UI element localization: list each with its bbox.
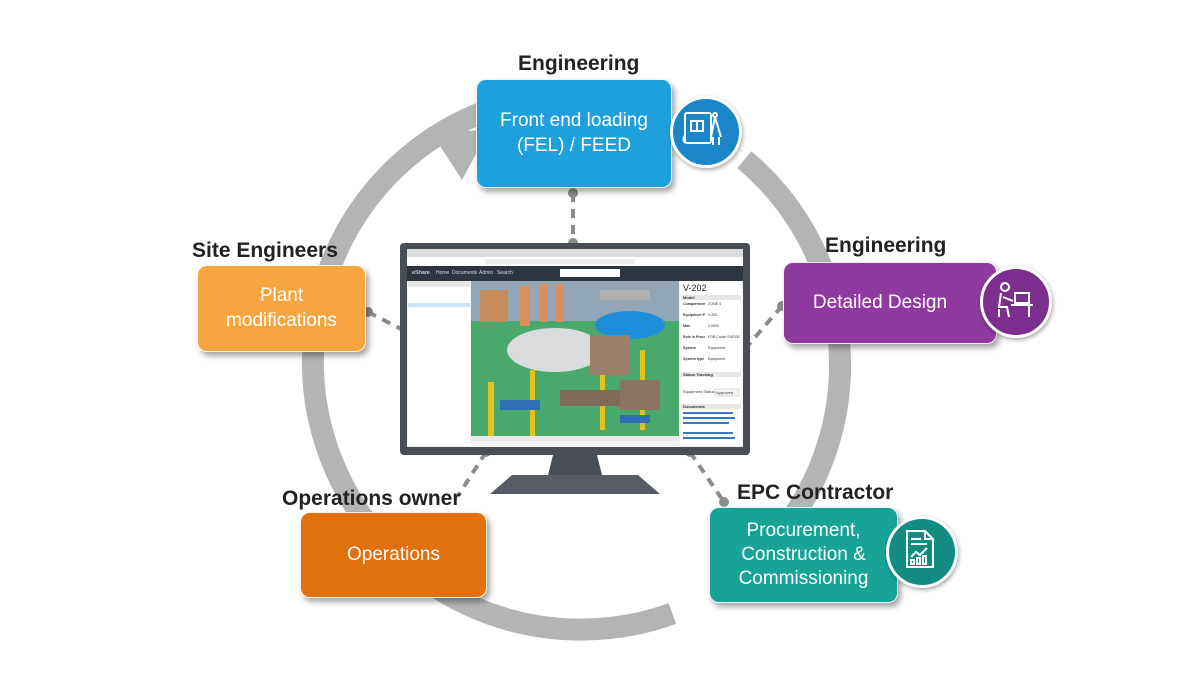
browser-tabbar xyxy=(407,249,743,257)
blue-vessel xyxy=(595,311,665,339)
node-feed-label: Front end loading (FEL) / FEED xyxy=(500,110,648,156)
connector-dot xyxy=(568,188,578,198)
document-link xyxy=(683,432,733,434)
role-label-detailed: Engineering xyxy=(825,234,947,257)
blueprint-compass-icon xyxy=(670,96,742,168)
role-label-feed: Engineering xyxy=(518,52,640,75)
properties-status-label: Status Tracking xyxy=(683,372,713,377)
viewport-toolbar xyxy=(471,436,679,441)
url-field xyxy=(485,259,635,264)
node-detailed-design: Detailed Design xyxy=(783,262,997,344)
properties-model-label: Model xyxy=(683,295,695,300)
status-value[interactable]: Approved xyxy=(716,390,734,395)
role-label-operations: Operations owner xyxy=(282,487,461,510)
property-value: Equipment xyxy=(708,357,726,361)
connector-detailed xyxy=(742,304,784,352)
report-chart-icon xyxy=(886,516,958,588)
plant-3d-viewport xyxy=(471,281,679,441)
monitor-stand-base xyxy=(490,475,660,494)
connector-plant xyxy=(367,310,404,332)
node-plant-label: Plant modifications xyxy=(226,285,337,331)
connector-operations xyxy=(456,450,488,498)
tree-selected-row xyxy=(408,303,470,307)
properties-status-header xyxy=(681,372,741,377)
properties-documents-label: Documents xyxy=(683,404,705,409)
property-value: 0.0000 xyxy=(708,324,719,328)
node-detailed-label: Detailed Design xyxy=(812,291,948,313)
monitor xyxy=(400,243,750,494)
document-link xyxy=(683,412,733,414)
property-value: V-202 xyxy=(708,313,718,317)
document-link xyxy=(683,417,735,419)
node-epc: Procurement, Construction & Commissionin… xyxy=(709,507,898,603)
node-epc-label: Procurement, Construction & Commissionin… xyxy=(738,519,869,590)
node-operations: Operations xyxy=(300,512,487,598)
app-menu-search[interactable]: Search xyxy=(497,270,513,276)
lifecycle-cycle-arrow xyxy=(301,103,851,641)
app-menu-documents[interactable]: Documents xyxy=(452,270,478,276)
properties-model-header xyxy=(681,295,741,300)
property-value: FOB Crude SURGE TANK xyxy=(708,335,740,339)
property-value: ZONE 4 xyxy=(708,302,721,306)
document-link xyxy=(683,422,729,424)
connector-dot xyxy=(719,497,729,507)
engineer-at-desk-icon xyxy=(980,266,1052,338)
status-key: Equipment Status xyxy=(683,389,715,394)
model-tree-panel xyxy=(408,281,470,446)
app-logo: eShare xyxy=(412,270,430,276)
node-plant-modifications: Plant modifications xyxy=(197,265,366,352)
properties-documents-header xyxy=(681,404,741,409)
property-key: System type xyxy=(683,357,705,361)
role-label-plant: Site Engineers xyxy=(192,239,338,262)
status-select xyxy=(714,388,740,397)
surge-tank-v202 xyxy=(507,328,603,372)
monitor-stand-neck xyxy=(548,455,602,475)
property-key: Man xyxy=(683,324,691,328)
property-key: System xyxy=(683,346,696,350)
lifecycle-cycle-arrow-right xyxy=(737,151,851,552)
app-menu-admin[interactable]: Admin xyxy=(479,270,494,276)
cycle-arrowhead xyxy=(431,130,489,180)
connector-epc xyxy=(688,450,726,504)
document-link xyxy=(683,437,735,439)
role-label-epc: EPC Contractor xyxy=(737,481,894,504)
node-operations-label: Operations xyxy=(347,543,440,565)
property-key: Role in Process xyxy=(683,335,705,339)
model-tree-header xyxy=(408,281,470,287)
property-key: Compartment xyxy=(683,302,705,306)
app-search-box xyxy=(560,269,620,277)
connectors xyxy=(367,193,784,504)
asset-title: V-202 xyxy=(683,283,707,293)
property-value: Equipment xyxy=(708,346,726,350)
app-menu-home[interactable]: Home xyxy=(436,270,450,276)
property-key: Equipment Position Id xyxy=(683,313,705,317)
node-feed: Front end loading (FEL) / FEED xyxy=(476,79,672,188)
